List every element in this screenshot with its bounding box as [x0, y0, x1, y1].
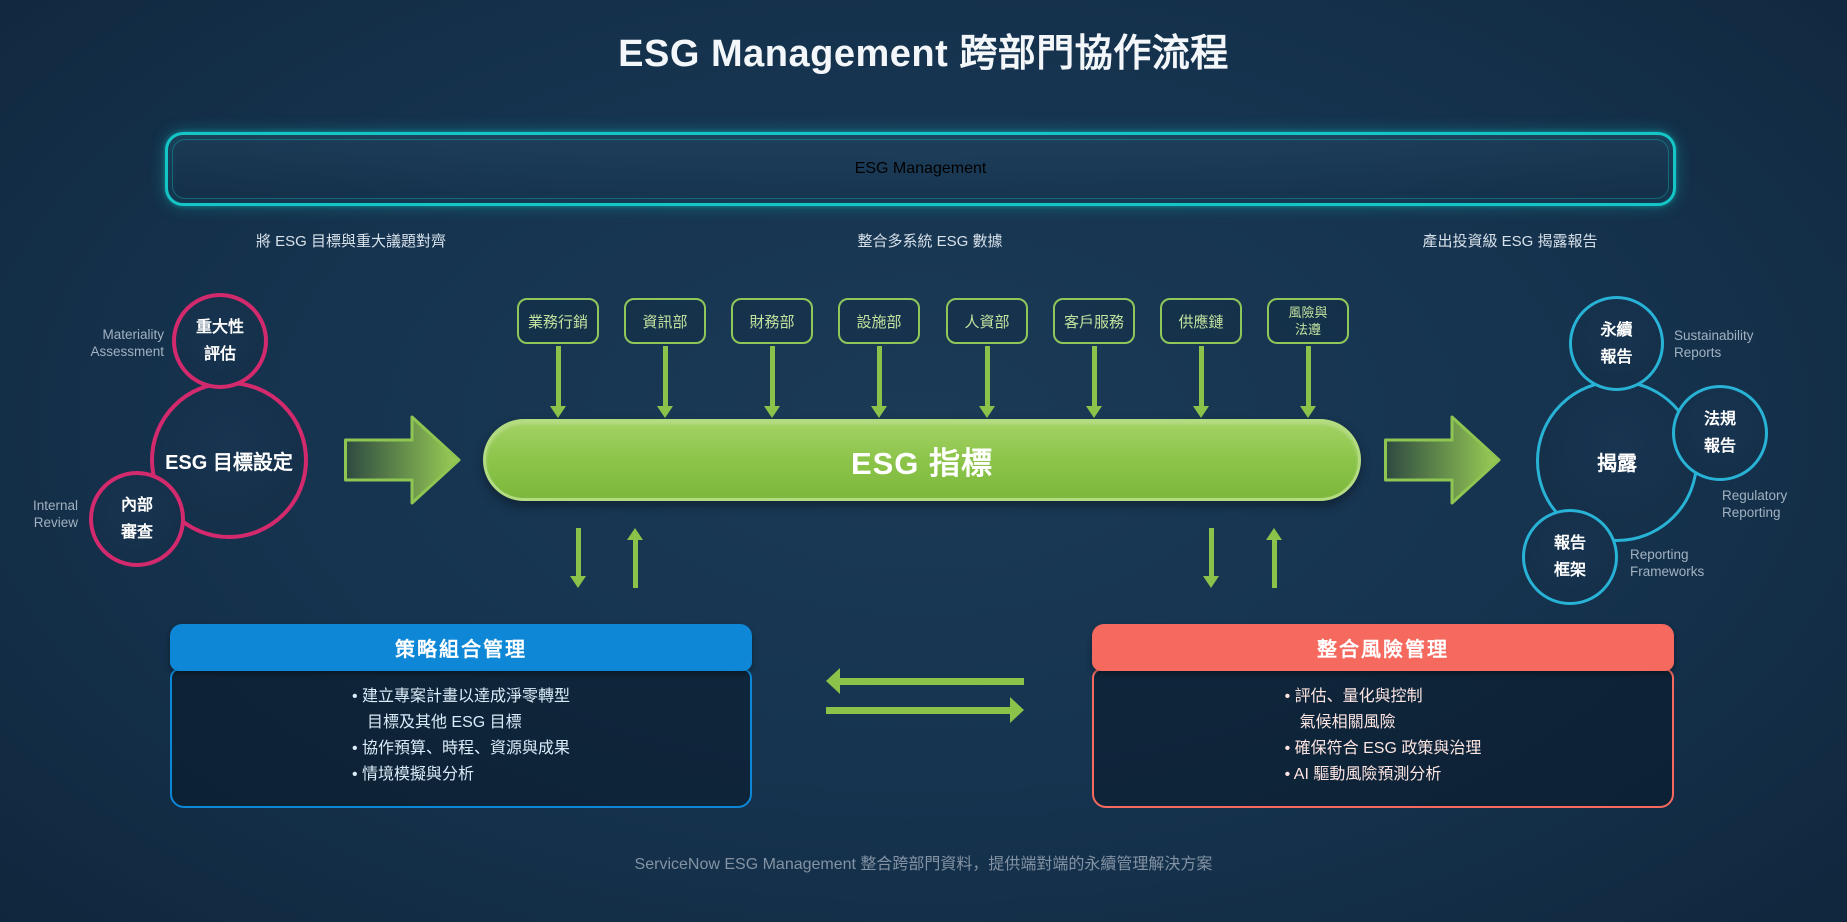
- exchange-up-arrow-icon: [1266, 528, 1283, 588]
- esg-management-banner: ESG Management: [165, 132, 1676, 206]
- dept-down-arrow-icon: [1086, 346, 1103, 418]
- esg-metrics-pill: ESG 指標: [483, 419, 1361, 501]
- bullet-line: • 確保符合 ESG 政策與治理: [1284, 740, 1482, 757]
- materiality-line2: 評估: [203, 346, 236, 363]
- department-label: 業務行銷: [527, 313, 588, 331]
- footer-note: ServiceNow ESG Management 整合跨部門資料，提供端對端的…: [634, 856, 1213, 873]
- materiality-circle: 重大性 評估: [172, 293, 268, 389]
- bullet-line: • 情境模擬與分析: [351, 766, 475, 783]
- sustainability-en-label: Sustainability Reports: [1674, 328, 1754, 360]
- internal-line2: 審查: [120, 524, 153, 541]
- sustainability-line2: 報告: [1600, 348, 1633, 366]
- dept-down-arrow-icon: [550, 346, 567, 418]
- panel-body: [1092, 668, 1674, 808]
- department-label: 財務部: [749, 313, 795, 331]
- regulatory-line2: 報告: [1703, 438, 1736, 455]
- frameworks-line1: 報告: [1553, 535, 1586, 552]
- department-label: 人資部: [964, 313, 1010, 331]
- materiality-line1: 重大性: [195, 319, 244, 336]
- reporting-frameworks-circle: 報告 框架: [1522, 509, 1618, 605]
- sustainability-reports-circle: 永續 報告: [1569, 296, 1664, 391]
- flow-arrow-right-icon: [1384, 415, 1501, 505]
- stage-label-align-goals: 將 ESG 目標與重大議題對齊: [255, 233, 447, 250]
- internal-review-en-label: Internal Review: [32, 498, 78, 530]
- stage-label-integrate-data: 整合多系統 ESG 數據: [857, 233, 1003, 250]
- strategy-portfolio-panel: 策略組合管理 • 建立專案計畫以達成淨零轉型 目標及其他 ESG 目標 • 協作…: [170, 624, 752, 808]
- esg-metrics-label: ESG 指標: [850, 445, 994, 481]
- strategy-panel-bullets: • 建立專案計畫以達成淨零轉型 目標及其他 ESG 目標 • 協作預算、時程、資…: [170, 684, 752, 788]
- bullet-line: • 協作預算、時程、資源與成果: [351, 740, 571, 757]
- risk-panel-bullets: • 評估、量化與控制 氣候相關風險 • 確保符合 ESG 政策與治理 • AI …: [1092, 684, 1674, 788]
- bullet-line-continuation: 氣候相關風險: [1299, 714, 1396, 731]
- stage-label-output-reports: 產出投資級 ESG 揭露報告: [1422, 233, 1598, 250]
- integrated-risk-panel: 整合風險管理 • 評估、量化與控制 氣候相關風險 • 確保符合 ESG 政策與治…: [1092, 624, 1674, 808]
- department-box-supply-chain: 供應鏈: [1160, 298, 1242, 344]
- exchange-down-arrow-icon: [570, 528, 587, 588]
- bullet-line: • 建立專案計畫以達成淨零轉型: [351, 688, 571, 705]
- department-label: 供應鏈: [1178, 313, 1224, 331]
- frameworks-en-label: Reporting Frameworks: [1630, 547, 1705, 579]
- page-title: ESG Management 跨部門協作流程: [618, 33, 1229, 75]
- department-box-risk-compliance: 風險與法遵: [1267, 298, 1349, 344]
- internal-review-circle: 內部 審查: [89, 471, 185, 567]
- regulatory-reports-circle: 法規 報告: [1672, 385, 1768, 481]
- exchange-down-arrow-icon: [1203, 528, 1220, 588]
- department-label: 客戶服務: [1063, 313, 1124, 331]
- department-label: 設施部: [856, 313, 902, 331]
- dept-down-arrow-icon: [871, 346, 888, 418]
- dept-down-arrow-icon: [1193, 346, 1210, 418]
- department-label: 資訊部: [642, 313, 688, 331]
- bullet-line: • 評估、量化與控制: [1284, 688, 1423, 705]
- disclosure-circle: 揭露: [1536, 380, 1698, 542]
- exchange-left-arrow-icon: [826, 668, 1024, 694]
- disclosure-label: 揭露: [1597, 452, 1637, 475]
- department-box-it: 資訊部: [624, 298, 706, 344]
- dept-down-arrow-icon: [764, 346, 781, 418]
- materiality-en-label: Materiality Assessment: [90, 327, 164, 359]
- internal-line1: 內部: [120, 497, 153, 514]
- department-box-hr: 人資部: [946, 298, 1028, 344]
- department-label: 風險與法遵: [1288, 305, 1328, 337]
- department-box-facilities: 設施部: [838, 298, 920, 344]
- bullet-line-continuation: 目標及其他 ESG 目標: [366, 714, 522, 731]
- sustainability-line1: 永續: [1600, 321, 1633, 339]
- frameworks-line2: 框架: [1553, 562, 1586, 579]
- department-box-finance: 財務部: [731, 298, 813, 344]
- exchange-up-arrow-icon: [627, 528, 644, 588]
- department-box-sales-marketing: 業務行銷: [517, 298, 599, 344]
- bullet-line: • AI 驅動風險預測分析: [1284, 766, 1442, 783]
- esg-goal-label: ESG 目標設定: [165, 451, 293, 474]
- dept-down-arrow-icon: [979, 346, 996, 418]
- regulatory-en-label: Regulatory Reporting: [1722, 488, 1788, 520]
- regulatory-line1: 法規: [1703, 411, 1736, 428]
- flow-arrow-right-icon: [344, 415, 461, 505]
- risk-panel-header: 整合風險管理: [1092, 624, 1674, 671]
- exchange-right-arrow-icon: [826, 697, 1024, 723]
- strategy-panel-header: 策略組合管理: [170, 624, 752, 671]
- dept-down-arrow-icon: [657, 346, 674, 418]
- dept-down-arrow-icon: [1300, 346, 1317, 418]
- department-box-customer-service: 客戶服務: [1053, 298, 1135, 344]
- banner-label: ESG Management: [854, 160, 987, 177]
